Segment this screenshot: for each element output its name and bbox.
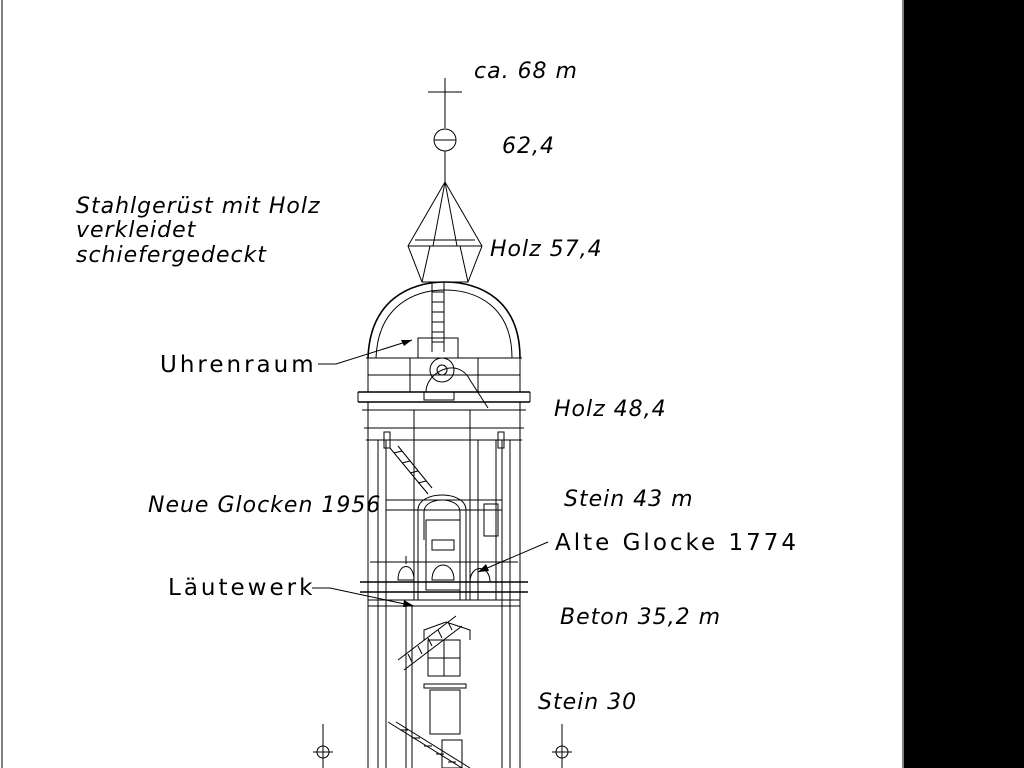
label-holz-57: Holz 57,4	[490, 237, 603, 262]
label-laeutewerk: Läutewerk	[168, 575, 315, 601]
right-finial	[552, 724, 572, 768]
spire-ball	[433, 128, 457, 182]
spire-cross	[428, 78, 462, 128]
label-holz-48: Holz 48,4	[554, 397, 667, 422]
label-height-ball: 62,4	[502, 134, 555, 159]
label-material-note-3: schiefergedeckt	[76, 243, 267, 268]
label-alte-glocke: Alte Glocke 1774	[555, 530, 799, 556]
lower-stair	[397, 606, 463, 768]
label-material-note-2: verkleidet	[76, 218, 197, 243]
belfry-walls	[367, 402, 521, 768]
spire-ladder	[431, 282, 445, 352]
label-neue-glocken: Neue Glocken 1956	[148, 493, 381, 518]
laeutewerk-leader	[312, 587, 415, 607]
label-beton: Beton 35,2 m	[560, 605, 721, 630]
uhrenraum-leader	[318, 339, 413, 365]
bell-floor	[360, 561, 528, 607]
belfry-stair	[389, 445, 499, 537]
belfry-cornice	[357, 391, 531, 441]
clock-mechanism	[423, 357, 489, 409]
label-uhrenraum: Uhrenraum	[160, 352, 317, 378]
label-material-note-1: Stahlgerüst mit Holz	[76, 194, 321, 219]
spire-helm	[407, 181, 483, 283]
lower-windows	[423, 621, 471, 735]
alte-glocke-leader	[477, 541, 549, 573]
bell-arch	[417, 494, 467, 600]
label-stein-30: Stein 30	[538, 690, 637, 715]
label-stein-43: Stein 43 m	[564, 487, 694, 512]
label-height-top: ca. 68 m	[474, 59, 578, 84]
old-bell	[397, 556, 491, 583]
base-stair	[387, 721, 471, 768]
left-finial	[313, 724, 333, 768]
